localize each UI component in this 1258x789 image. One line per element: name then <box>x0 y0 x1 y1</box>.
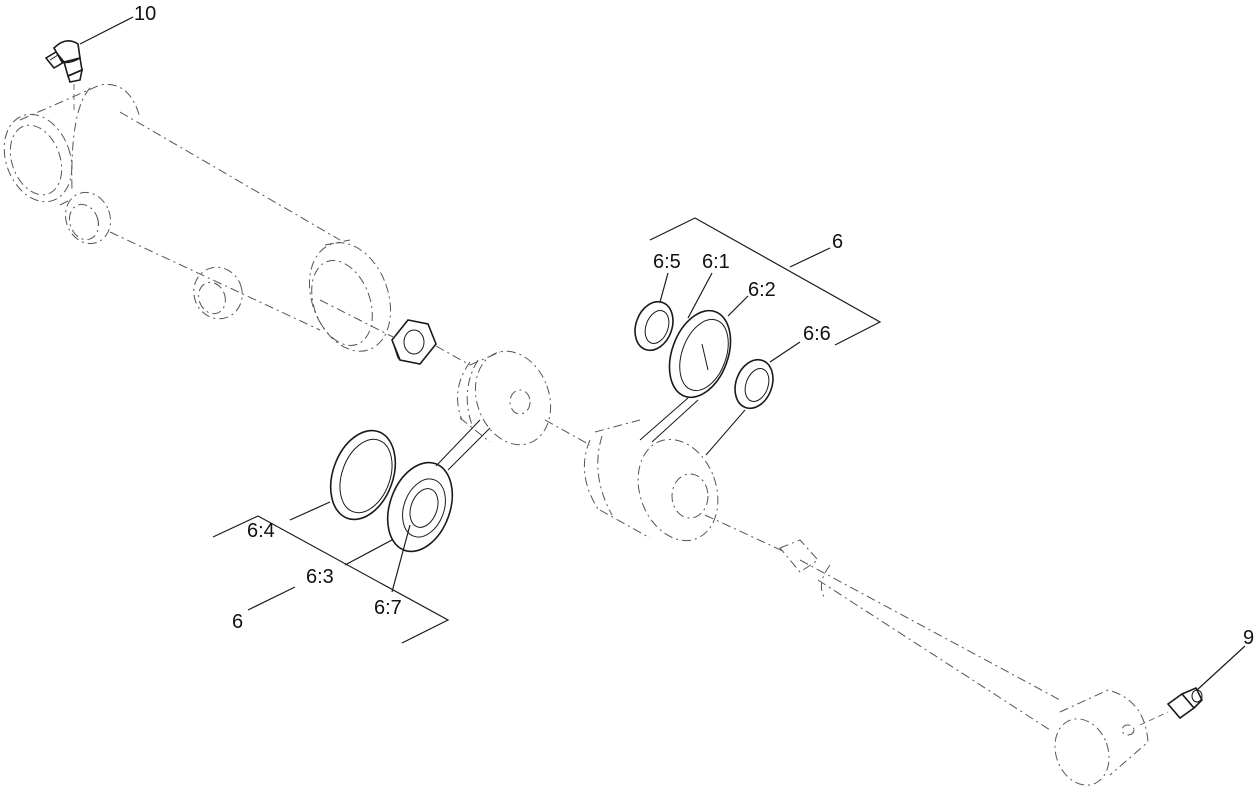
piston <box>457 350 552 446</box>
rod-end-eye <box>1054 689 1149 786</box>
seal-6-4 <box>329 429 397 521</box>
callout-6-top: 6 <box>832 231 843 253</box>
kit-bracket-bottom <box>212 515 450 644</box>
callout-6-6: 6:6 <box>803 323 831 345</box>
callout-6-7: 6:7 <box>374 597 402 619</box>
seal-6-6 <box>734 358 774 410</box>
callout-6-1: 6:1 <box>702 251 730 273</box>
grease-fitting-10 <box>44 40 84 112</box>
seal-6-3 <box>386 461 454 553</box>
callout-6-2: 6:2 <box>748 279 776 301</box>
centerline <box>319 299 786 553</box>
cylinder-barrel <box>3 83 392 352</box>
seal-6-5 <box>634 300 674 352</box>
gland <box>583 419 719 542</box>
callout-6-bottom: 6 <box>232 611 243 633</box>
callout-9: 9 <box>1243 627 1254 649</box>
seal-6-1-guide <box>639 397 746 456</box>
seal-6-3-guide <box>435 419 491 471</box>
jam-nut <box>391 319 437 365</box>
callout-6-5: 6:5 <box>653 251 681 273</box>
callout-6-3: 6:3 <box>306 566 334 588</box>
piston-rod <box>779 539 1061 731</box>
leader-lines <box>79 16 1246 691</box>
grease-fitting-9 <box>1139 686 1203 726</box>
seal-6-1 <box>668 309 732 399</box>
callout-6-4: 6:4 <box>247 520 275 542</box>
kit-bracket-top <box>649 217 882 346</box>
callout-10: 10 <box>134 3 156 25</box>
